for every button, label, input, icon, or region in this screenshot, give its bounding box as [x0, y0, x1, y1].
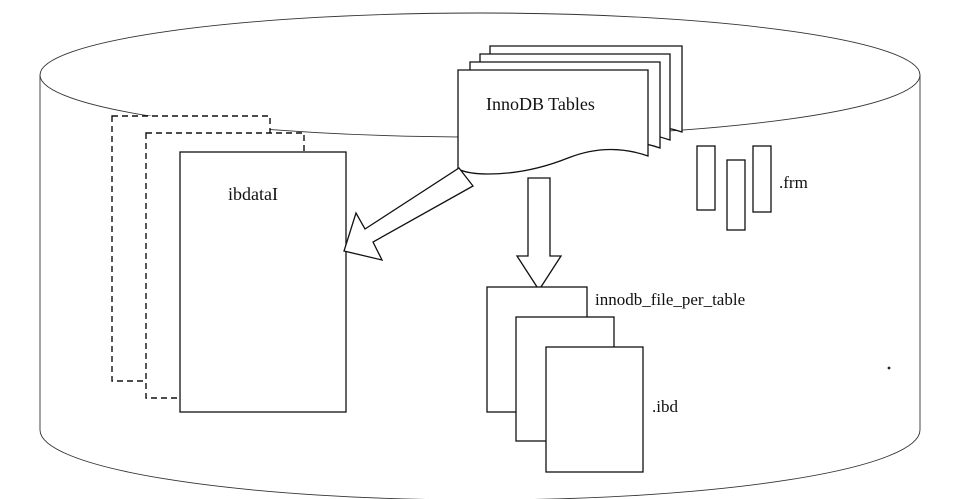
innodb-tables-stack: InnoDB Tables — [457, 45, 683, 175]
frm-bar-2 — [726, 159, 746, 231]
ibdata-file — [179, 151, 347, 413]
ibd-label: .ibd — [652, 397, 678, 416]
ibd-files: innodb_file_per_table .ibd — [486, 286, 745, 473]
scan-speck — [887, 366, 891, 370]
frm-label: .frm — [779, 173, 808, 192]
frm-bar-1 — [696, 145, 716, 211]
frm-files: .frm — [696, 145, 808, 231]
tables-page-front — [457, 69, 649, 175]
frm-bar-3 — [752, 145, 772, 213]
file-per-table-label: innodb_file_per_table — [595, 290, 745, 309]
ibdata-label: ibdataI — [228, 184, 278, 204]
arrow-to-ibdata — [343, 167, 474, 261]
innodb-tables-label: InnoDB Tables — [486, 94, 595, 114]
cylinder-body — [39, 75, 921, 499]
ibd-file-front — [545, 346, 644, 473]
arrow-to-file-per-table — [515, 177, 563, 292]
ibdata-files: ibdataI — [111, 115, 347, 413]
